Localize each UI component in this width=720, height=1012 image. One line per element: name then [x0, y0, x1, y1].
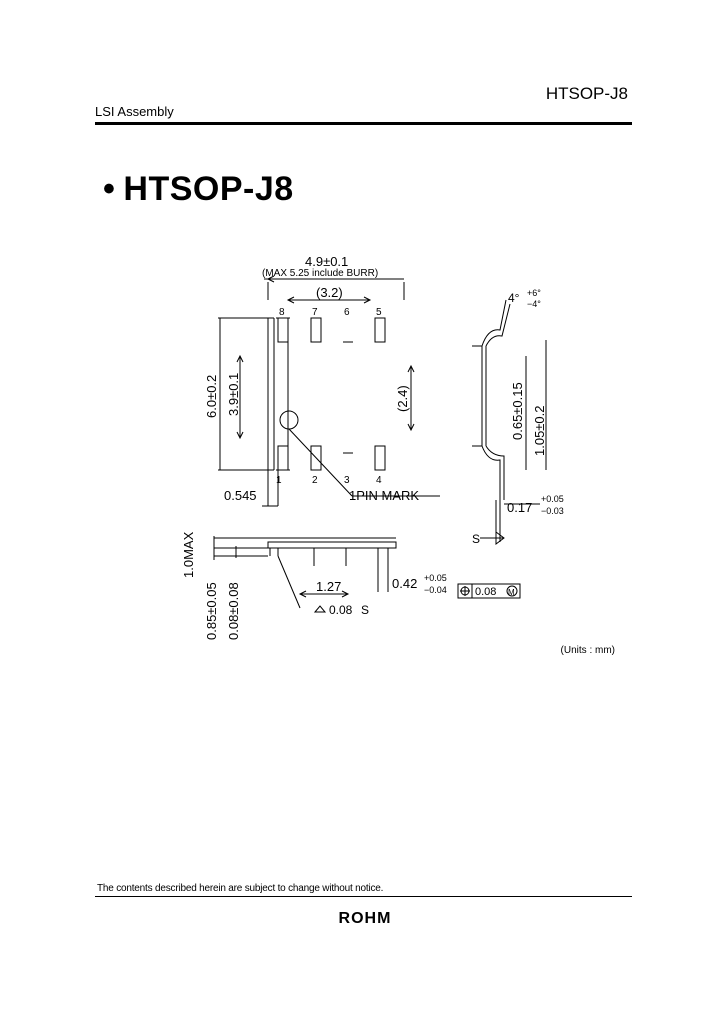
title-text: HTSOP-J8 [123, 170, 294, 208]
dim-lead-width-tol-plus: +0.05 [424, 573, 447, 583]
dim-width: 4.9±0.1 [305, 254, 348, 269]
pin-label-5: 5 [376, 307, 382, 318]
dim-pad-width: (3.2) [316, 285, 343, 300]
pin-label-1: 1 [276, 475, 282, 486]
dim-lead-length: 0.65±0.15 [510, 382, 525, 440]
dim-lead-span: 1.05±0.2 [532, 405, 547, 456]
dim-total-height: 6.0±0.2 [204, 375, 219, 418]
svg-text:ROHM: ROHM [339, 910, 392, 927]
dim-pad-height: (2.4) [395, 385, 410, 412]
dim-thickness: 0.85±0.05 [204, 582, 219, 640]
position-tolerance: 0.08 [475, 586, 496, 598]
dim-width-note: (MAX 5.25 include BURR) [262, 268, 378, 279]
pin-label-7: 7 [312, 307, 318, 318]
footer-rule [95, 896, 632, 897]
category-header: LSI Assembly [95, 104, 174, 119]
pin-label-6: 6 [344, 307, 350, 318]
page-title: •HTSOP-J8 [103, 170, 294, 209]
dim-lead-width-tol-minus: −0.04 [424, 585, 447, 595]
pin-label-4: 4 [376, 475, 382, 486]
dim-body-height: 3.9±0.1 [226, 373, 241, 416]
dim-pitch: 1.27 [316, 579, 341, 594]
dim-lead-offset: 0.545 [224, 488, 257, 503]
angle-tol-minus: −4° [527, 299, 541, 309]
dim-standoff: 0.08±0.08 [226, 582, 241, 640]
pin-label-3: 3 [344, 475, 350, 486]
pin-label-8: 8 [279, 307, 285, 318]
pin-label-2: 2 [312, 475, 318, 486]
change-notice: The contents described herein are subjec… [97, 883, 384, 894]
datum-s-label: S [472, 532, 480, 546]
units-note: (Units : mm) [560, 645, 615, 656]
header-rule [95, 122, 632, 125]
position-modifier: M [508, 588, 515, 597]
title-bullet: • [103, 170, 116, 208]
dim-lead-width: 0.42 [392, 576, 417, 591]
rohm-logo: ROHM [334, 909, 396, 927]
flatness-datum: S [361, 603, 369, 617]
dim-lead-thickness-tol-plus: +0.05 [541, 494, 564, 504]
flatness-value: 0.08 [329, 603, 353, 617]
package-code-header: HTSOP-J8 [545, 84, 628, 103]
pin-mark-label: 1PIN MARK [349, 488, 419, 503]
dim-lead-thickness-tol-minus: −0.03 [541, 506, 564, 516]
angle-base: 4° [508, 291, 520, 305]
dim-height-max: 1.0MAX [181, 531, 196, 578]
angle-tol-plus: +6° [527, 288, 541, 298]
dim-lead-thickness: 0.17 [507, 500, 532, 515]
